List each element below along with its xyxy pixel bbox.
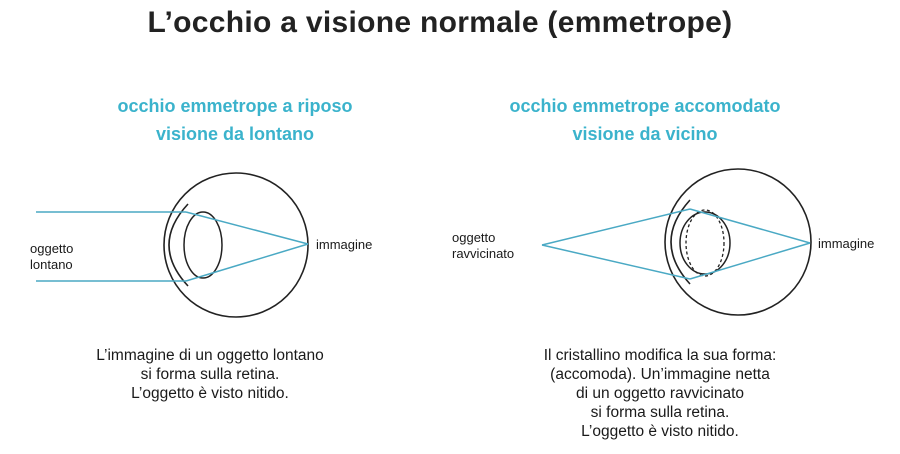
right-subtitle-line1: occhio emmetrope accomodato xyxy=(509,96,781,116)
right-object-label: oggetto ravvicinato xyxy=(452,230,514,262)
right-cornea xyxy=(670,199,691,285)
left-cornea xyxy=(168,203,189,287)
relaxed-eye-diagram xyxy=(36,172,309,318)
right-lens-accommodated xyxy=(679,211,731,275)
left-subtitle-line2: visione da lontano xyxy=(155,124,315,144)
left-ray-bottom-refracted xyxy=(185,243,309,282)
right-caption-line5: L’oggetto è visto nitido. xyxy=(581,423,739,440)
right-ray-top-incoming xyxy=(541,208,691,246)
right-caption: Il cristallino modifica la sua forma: (a… xyxy=(445,346,875,441)
left-ray-top-refracted xyxy=(185,211,309,245)
right-subtitle: occhio emmetrope accomodato visione da v… xyxy=(445,92,845,148)
left-caption: L’immagine di un oggetto lontano si form… xyxy=(20,346,400,403)
right-caption-line1: Il cristallino modifica la sua forma: xyxy=(543,347,777,364)
right-ray-top-refracted xyxy=(689,208,811,244)
left-caption-line1: L’immagine di un oggetto lontano xyxy=(96,347,324,364)
page-title: L’occhio a visione normale (emmetrope) xyxy=(147,6,733,39)
left-object-label-line1: oggetto xyxy=(30,241,74,256)
right-ray-bottom-refracted xyxy=(689,242,811,280)
left-object-label-line2: lontano xyxy=(30,257,73,272)
right-caption-line4: si forma sulla retina. xyxy=(590,404,730,421)
left-lens xyxy=(183,211,223,279)
left-caption-line3: L’oggetto è visto nitido. xyxy=(131,385,289,402)
left-subtitle-line1: occhio emmetrope a riposo xyxy=(117,96,353,116)
left-caption-line2: si forma sulla retina. xyxy=(140,366,280,383)
right-lens-relaxed xyxy=(685,209,725,277)
left-image-label: immagine xyxy=(316,237,373,252)
left-object-label: oggetto lontano xyxy=(30,241,73,273)
right-object-label-line1: oggetto xyxy=(452,230,496,245)
accommodated-eye-diagram xyxy=(541,168,812,316)
right-caption-line3: di un oggetto ravvicinato xyxy=(575,385,745,402)
right-caption-line2: (accomoda). Un’immagine netta xyxy=(550,366,770,383)
left-eyeball xyxy=(163,172,309,318)
right-ray-bottom-incoming xyxy=(541,244,691,280)
right-object-label-line2: ravvicinato xyxy=(452,246,515,261)
right-subtitle-line2: visione da vicino xyxy=(572,124,718,144)
right-eyeball xyxy=(664,168,812,316)
right-image-label: immagine xyxy=(818,236,875,251)
left-subtitle: occhio emmetrope a riposo visione da lon… xyxy=(40,92,430,148)
